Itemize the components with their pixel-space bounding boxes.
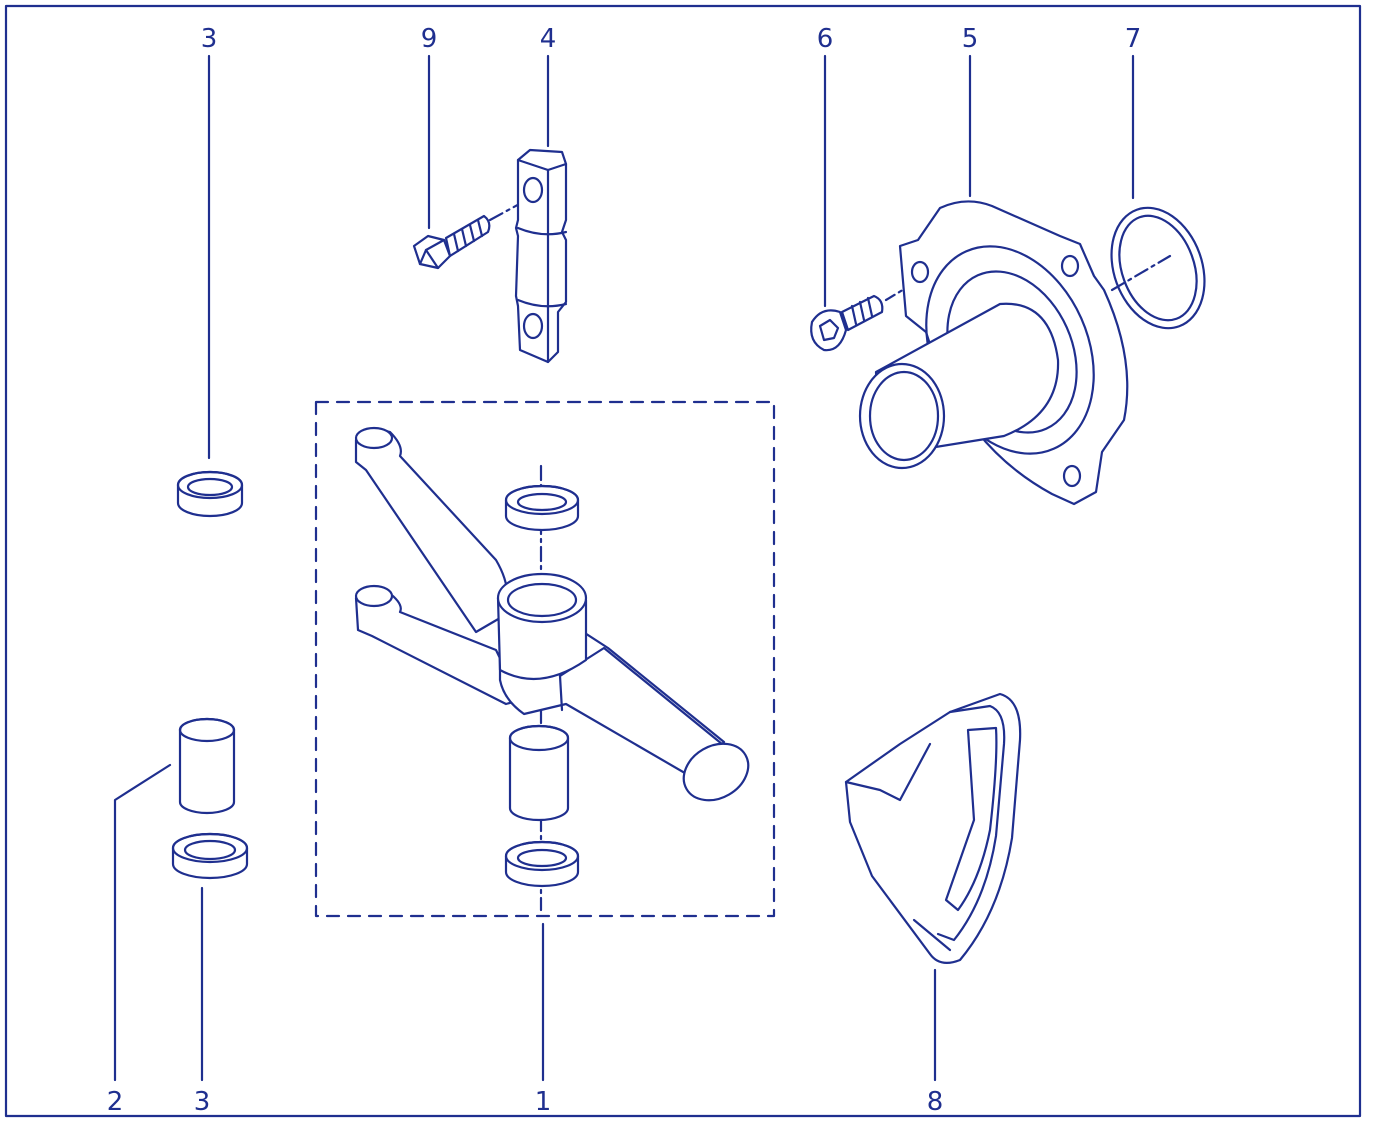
callout-labels: 3 9 4 6 5 7 2 3 1 8	[107, 24, 1142, 1117]
callout-label-5: 5	[962, 24, 979, 54]
o-ring	[1110, 206, 1206, 330]
guide-tube	[858, 200, 1129, 506]
callout-label-3-bottom: 3	[194, 1087, 211, 1117]
callout-label-3-top: 3	[201, 24, 218, 54]
rubber-boot	[844, 692, 1022, 965]
diagram-frame	[4, 4, 1362, 1118]
callout-label-7: 7	[1125, 24, 1142, 54]
sleeve-bushing	[178, 717, 236, 815]
leader-line-2	[113, 763, 172, 1082]
socket-screw	[810, 280, 918, 352]
callout-label-1: 1	[535, 1087, 552, 1117]
callout-label-9: 9	[421, 24, 438, 54]
callout-label-4: 4	[540, 24, 557, 54]
release-fork-assembly	[314, 400, 776, 918]
bushing-ring-lower	[171, 832, 249, 880]
pivot-pin	[514, 148, 568, 364]
callout-label-6: 6	[817, 24, 834, 54]
leader-lines	[113, 54, 1135, 1082]
hex-bolt	[412, 194, 536, 270]
bushing-ring-upper	[176, 470, 244, 518]
callout-label-8: 8	[927, 1087, 944, 1117]
callout-label-2: 2	[107, 1087, 124, 1117]
assembly-dashed-box	[314, 400, 776, 918]
